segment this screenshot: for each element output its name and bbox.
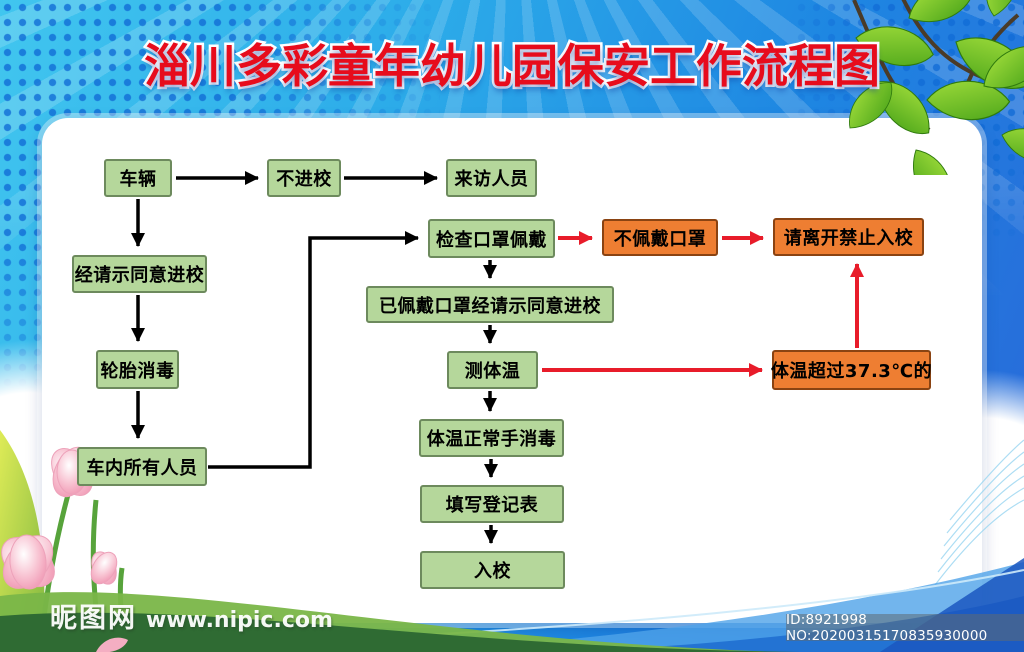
node-visitors: 来访人员 bbox=[446, 159, 537, 197]
poster-title: 淄川多彩童年幼儿园保安工作流程图 bbox=[142, 37, 883, 96]
nipic-logo: 昵图网 bbox=[50, 603, 137, 634]
node-tire-disinfect: 轮胎消毒 bbox=[96, 350, 179, 389]
node-mask-permission-entry: 已佩戴口罩经请示同意进校 bbox=[366, 286, 614, 323]
node-permission-entry: 经请示同意进校 bbox=[72, 255, 207, 293]
node-no-mask: 不佩戴口罩 bbox=[602, 219, 718, 256]
node-fill-form: 填写登记表 bbox=[420, 485, 564, 523]
node-check-mask: 检查口罩佩戴 bbox=[428, 219, 555, 258]
node-leave-no-entry: 请离开禁止入校 bbox=[773, 218, 924, 256]
node-temp-normal: 体温正常手消毒 bbox=[419, 419, 564, 457]
node-no-entry: 不进校 bbox=[267, 159, 341, 197]
node-measure-temp: 测体温 bbox=[447, 351, 538, 389]
node-temp-over: 体温超过37.3℃的 bbox=[771, 350, 932, 390]
node-vehicle: 车辆 bbox=[104, 159, 172, 197]
node-all-in-vehicle: 车内所有人员 bbox=[77, 447, 207, 486]
node-enter-school: 入校 bbox=[420, 551, 565, 589]
image-id-bar: ID:8921998 NO:20200315170835930000 bbox=[786, 612, 1024, 644]
nipic-url: www.nipic.com bbox=[146, 608, 333, 633]
nipic-watermark: 昵图网 www.nipic.com bbox=[50, 596, 333, 635]
